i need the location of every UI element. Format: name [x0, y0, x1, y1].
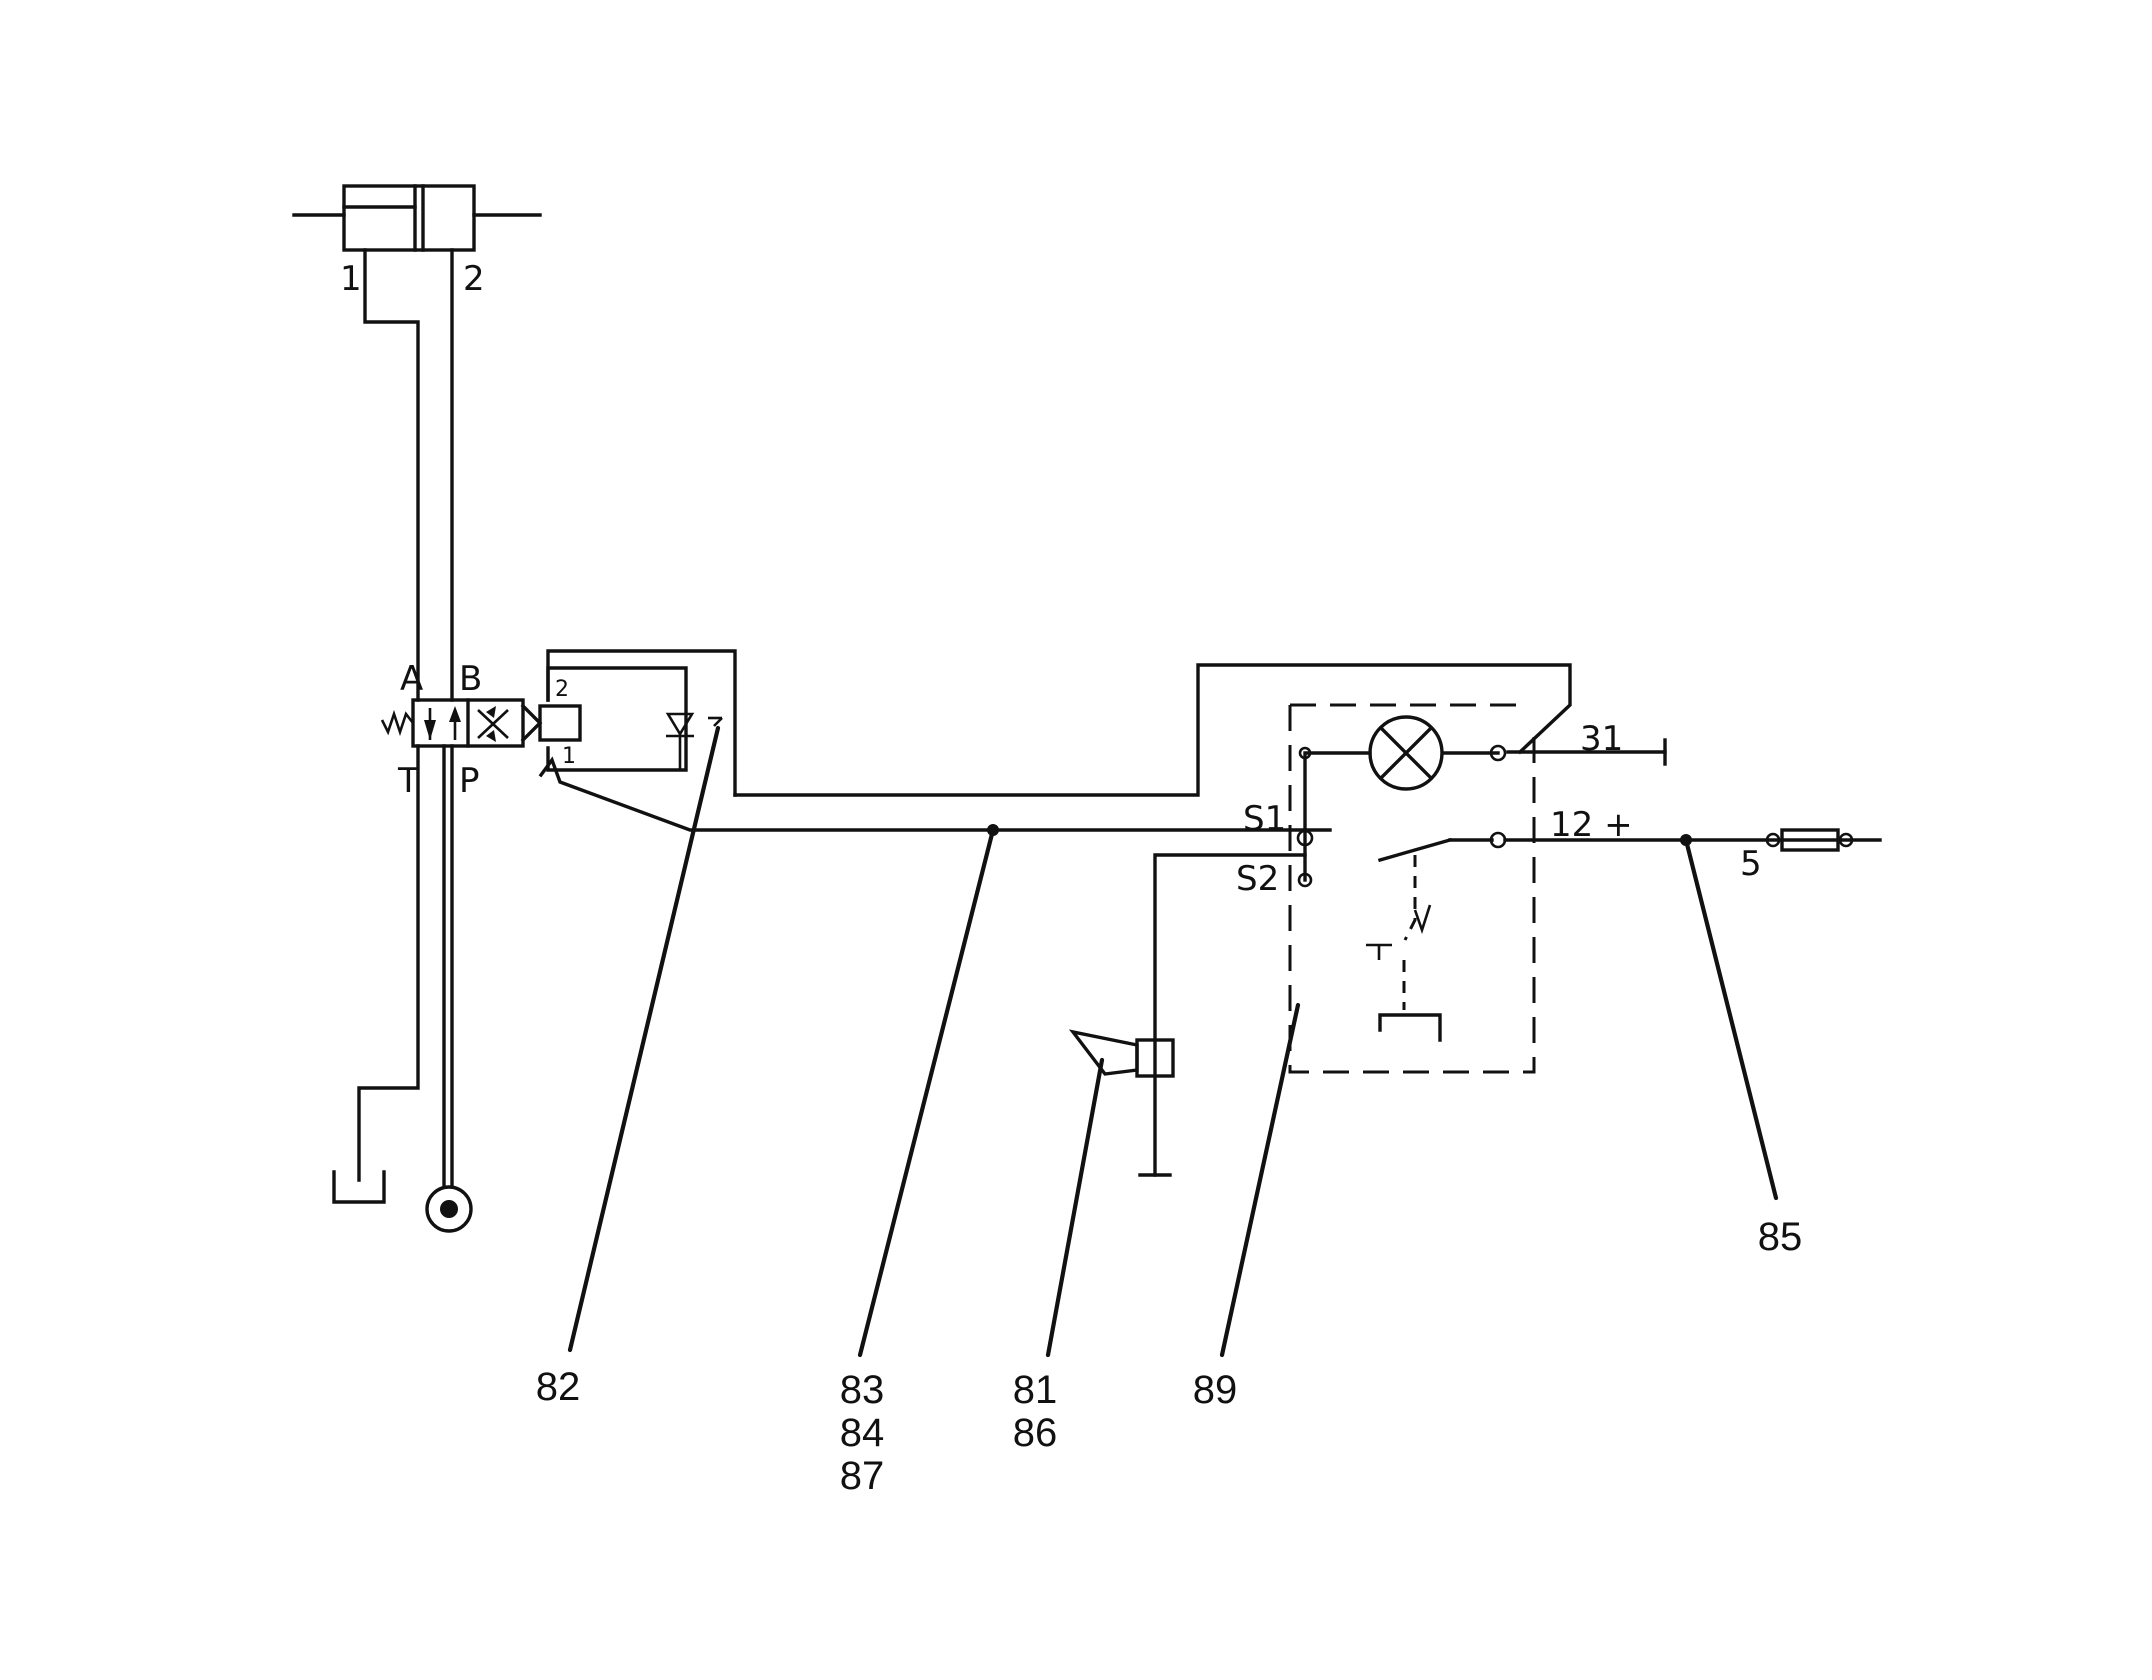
directional-valve	[380, 698, 582, 748]
ref-86: 86	[1013, 1411, 1058, 1455]
leader-lines	[567, 725, 1779, 1358]
fuse-icon	[1765, 828, 1854, 852]
horn-icon	[1068, 1029, 1175, 1078]
terminal-s2-label: S2	[1236, 859, 1279, 899]
lamp-icon	[1368, 715, 1444, 791]
pump-symbol	[425, 1185, 473, 1233]
cylinder-port-2-label: 2	[463, 259, 485, 299]
cylinder-port-1-label: 1	[340, 259, 362, 299]
valve-port-t-label: T	[397, 761, 419, 801]
tank-symbol	[332, 1170, 386, 1204]
ref-85: 85	[1758, 1215, 1803, 1259]
solenoid-terminal-2-label: 2	[555, 677, 569, 702]
solenoid-diode-circuit	[546, 649, 737, 797]
terminal-31-label: 31	[1580, 719, 1623, 759]
terminal-5-label: 5	[1740, 844, 1762, 884]
ref-87: 87	[840, 1454, 885, 1498]
valve-port-a-label: A	[400, 659, 423, 699]
hydraulic-line-a	[357, 248, 420, 1182]
valve-port-b-label: B	[459, 659, 482, 699]
hydraulic-cylinder	[292, 184, 542, 252]
wiring	[538, 663, 1882, 1177]
ref-89: 89	[1193, 1368, 1238, 1412]
ref-82: 82	[536, 1365, 581, 1409]
solenoid-terminal-1-label: 1	[562, 744, 576, 769]
ref-84: 84	[840, 1411, 885, 1455]
terminal-s1-label: S1	[1243, 799, 1286, 839]
control-box	[1288, 703, 1536, 1074]
ref-83: 83	[840, 1368, 885, 1412]
ref-81: 81	[1013, 1368, 1058, 1412]
terminal-12-label: 12 +	[1550, 805, 1633, 845]
hydraulic-line-b	[442, 248, 454, 1188]
valve-port-p-label: P	[459, 761, 480, 801]
